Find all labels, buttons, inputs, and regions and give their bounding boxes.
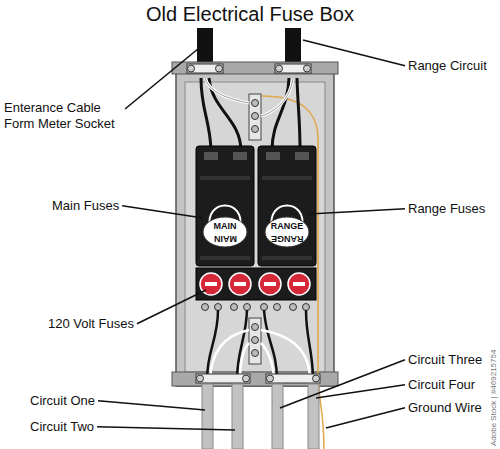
leader-line: [122, 206, 203, 218]
part-label: Enterance Cable Form Meter Socket: [4, 100, 122, 131]
fuse-plate-text: RANGE: [271, 233, 304, 244]
leader-line: [97, 427, 235, 430]
part-label: Circuit Three: [408, 352, 482, 368]
part-label: Circuit Four: [408, 377, 475, 393]
fuse-plate-text: MAIN: [214, 221, 237, 232]
watermark: Adobe Stock | #469215754: [489, 350, 499, 446]
leader-line: [137, 290, 206, 324]
leader-line: [309, 209, 405, 214]
leader-line: [316, 385, 405, 398]
leader-line: [303, 40, 405, 66]
part-label: 120 Volt Fuses: [48, 316, 134, 332]
part-label: Main Fuses: [52, 198, 119, 214]
leader-line: [125, 44, 204, 109]
part-label: Circuit One: [30, 393, 95, 409]
part-label: Range Circuit: [408, 58, 487, 74]
part-label: Ground Wire: [408, 400, 482, 416]
fuse-plate-text: MAIN: [214, 233, 237, 244]
leader-line: [326, 408, 405, 428]
leader-line: [98, 401, 205, 410]
leader-line: [280, 360, 405, 408]
fuse-plate-text: RANGE: [271, 221, 304, 232]
part-label: Circuit Two: [30, 419, 94, 435]
diagram-title: Old Electrical Fuse Box: [0, 2, 500, 26]
part-label: Range Fuses: [408, 201, 485, 217]
